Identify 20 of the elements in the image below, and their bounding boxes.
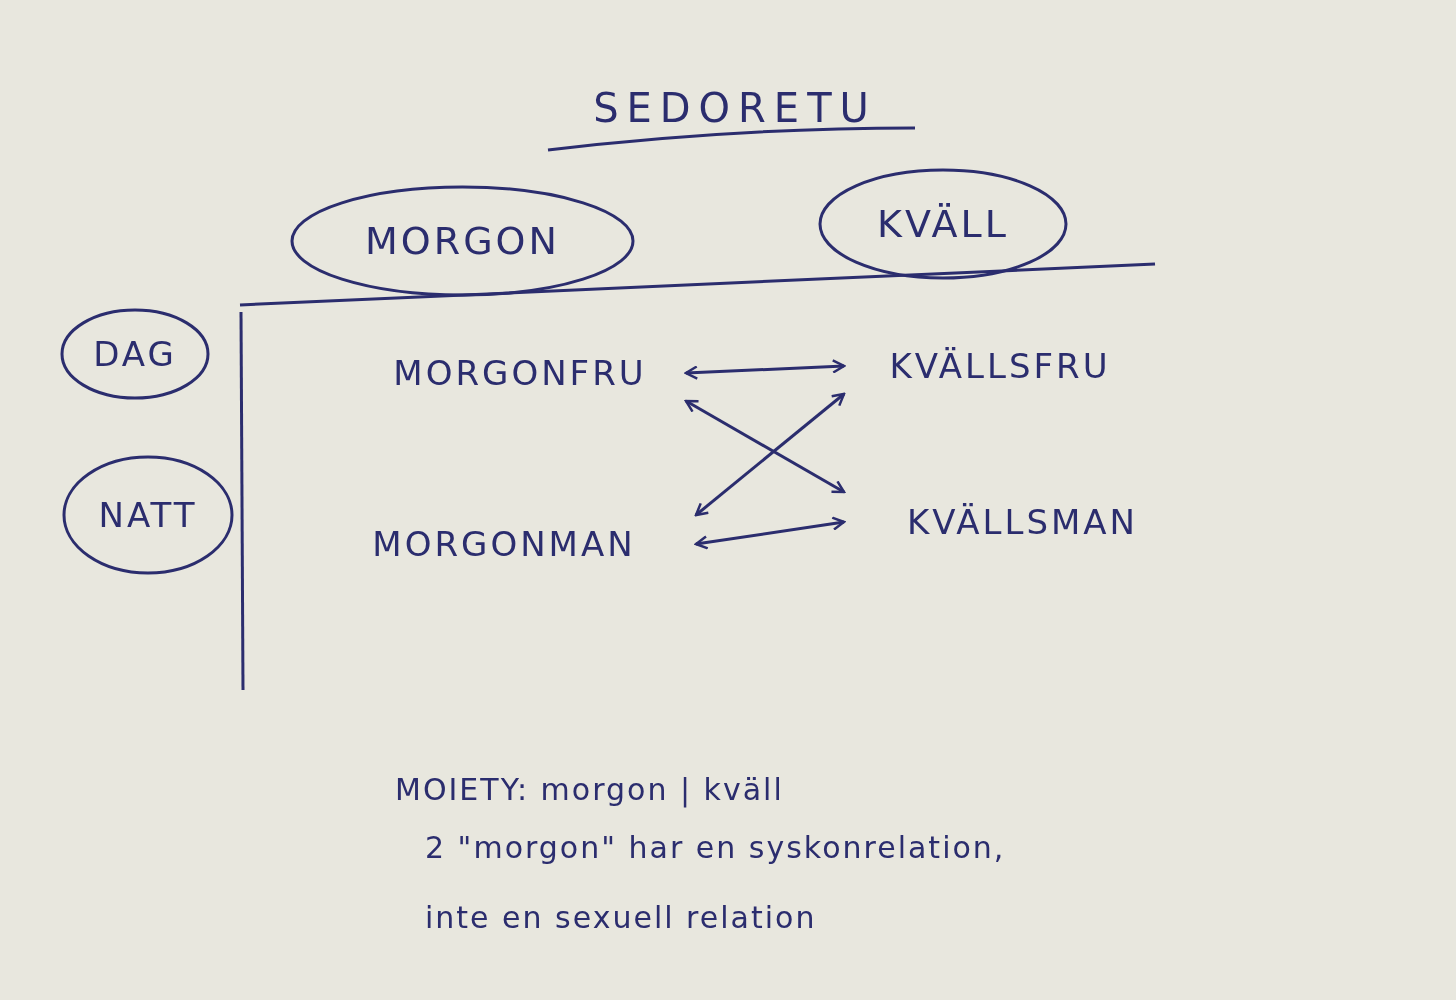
note-text: 2 "morgon" har en syskonrelation, (425, 830, 1006, 865)
node-label: DAG (93, 334, 177, 374)
node-label: MORGON (365, 219, 560, 263)
node-label: NATT (98, 495, 198, 535)
node-label: KVÄLLSFRU (889, 346, 1111, 386)
node-label: KVÄLLSMAN (906, 502, 1139, 542)
node-label: MORGONMAN (372, 524, 636, 564)
node-label: MORGONFRU (393, 353, 647, 393)
arrow (694, 516, 846, 550)
note-text: MOIETY: morgon | kväll (395, 772, 784, 807)
arrow (694, 392, 846, 517)
oval-node (60, 308, 210, 400)
oval-node (62, 455, 234, 575)
title: SEDORETU (592, 84, 878, 133)
note-text: inte en sexuell relation (425, 900, 817, 935)
node-label: KVÄLL (877, 202, 1009, 246)
arrow (684, 359, 846, 380)
arrow (684, 399, 846, 494)
oval-node (818, 168, 1068, 280)
oval-node (290, 185, 635, 297)
